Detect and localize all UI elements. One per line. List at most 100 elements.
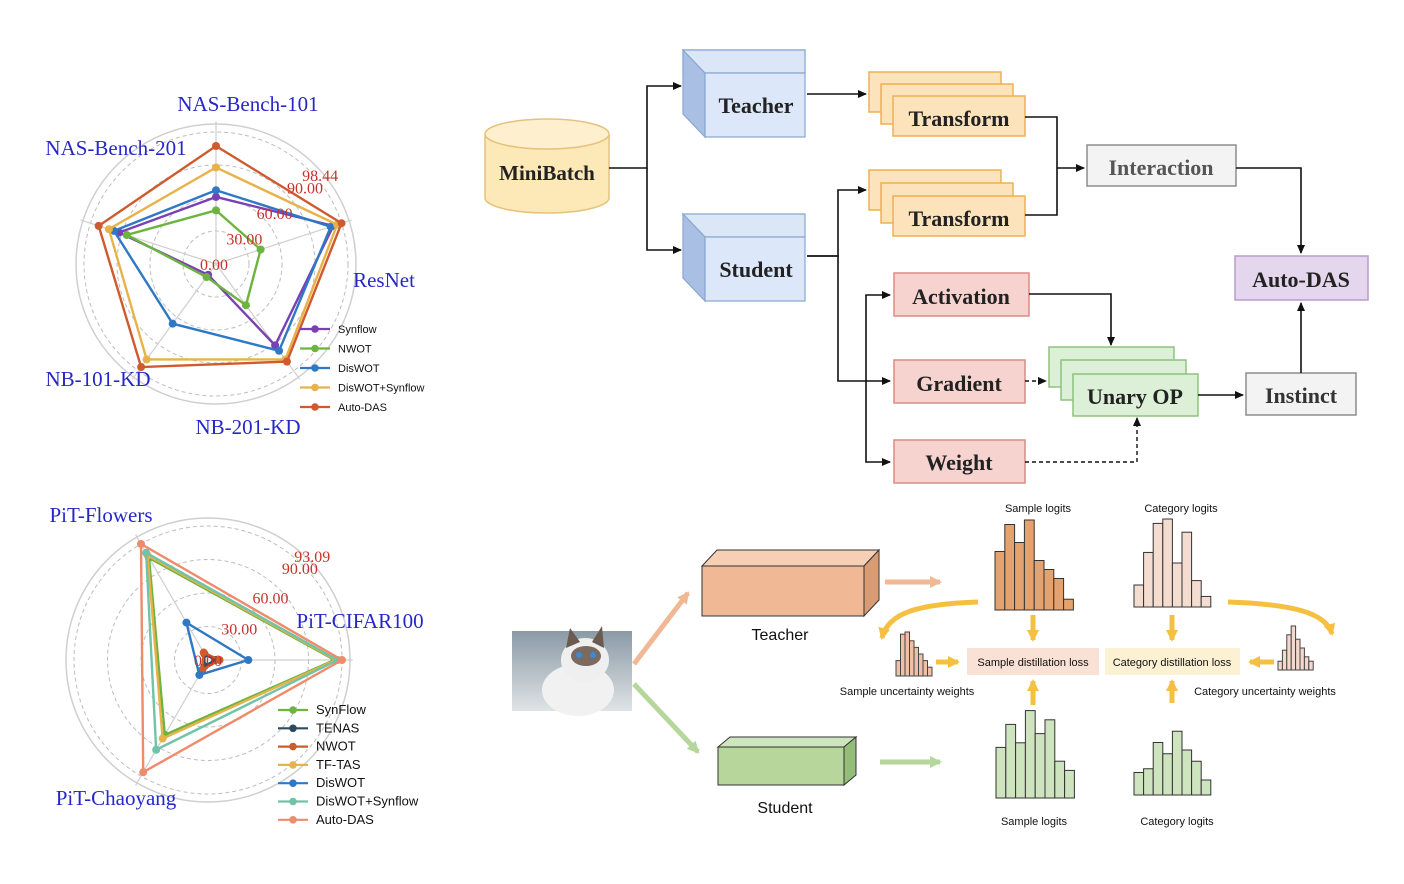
- weight-label: Weight: [925, 450, 993, 475]
- category-logits-teacher-bar-7: [1200, 595, 1212, 608]
- sample-logits-teacher-bar-4: [1033, 560, 1045, 611]
- category-uncertainty-bar-0: [1277, 660, 1283, 671]
- sample-logits-bottom-label: Sample logits: [1001, 816, 1068, 828]
- sample-logits-student-bar-7: [1064, 769, 1075, 799]
- category-uncertainty-bar-7: [1308, 660, 1314, 671]
- category-uncertainty-bar-3: [1290, 625, 1297, 671]
- minibatch-cylinder: MiniBatch: [484, 118, 610, 214]
- axis-label-pit-chaoyang: PiT-Chaoyang: [56, 786, 177, 810]
- axis-label-resnet: ResNet: [353, 268, 415, 292]
- radar-top-grid-ring-3: [83, 131, 349, 397]
- radar-top-point-diswot-3: [168, 319, 177, 328]
- activation-label: Activation: [912, 284, 1010, 309]
- teacher-block-label: Teacher: [752, 627, 810, 644]
- radar-bottom-legend-marker-diswot-synflow: [289, 797, 297, 806]
- cat-photo: [512, 626, 632, 716]
- category-uncertainty-bar-2: [1286, 634, 1292, 671]
- radar-top-point-nwot-2: [241, 301, 250, 310]
- radar-bottom-ring-label-3: 90.00: [282, 561, 318, 578]
- category-loss-label: Category distillation loss: [1113, 657, 1232, 669]
- radar-bottom-point-nwot-0: [215, 656, 224, 664]
- sample-logits-teacher-bar-1: [1004, 524, 1016, 611]
- axis-label-pit-flowers: PiT-Flowers: [49, 503, 152, 527]
- radar-bottom-series-auto-das: [139, 541, 345, 775]
- radar-top-point-auto-das-2: [282, 357, 291, 366]
- radar-bottom-series-nwot: [200, 650, 223, 673]
- sample-logits-teacher-bar-7: [1063, 598, 1074, 611]
- category-logits-teacher-bar-0: [1133, 584, 1145, 608]
- unary-op-label: Unary OP: [1087, 384, 1183, 409]
- radar-top-legend-marker-nwot: [311, 344, 319, 353]
- sample-uncertainty-bar-4: [913, 646, 919, 677]
- radar-top-series-diswot: [112, 188, 333, 353]
- radar-top-point-diswot-synflow-3: [142, 355, 151, 364]
- radar-bottom-legend-label-nwot: NWOT: [316, 739, 356, 754]
- radar-top-point-auto-das-4: [94, 221, 103, 230]
- activation-box: Activation: [893, 272, 1030, 317]
- category-logits-student-bar-3: [1162, 753, 1173, 796]
- axis-label-nb-101-kd: NB-101-KD: [46, 367, 151, 391]
- radar-bottom-legend-marker-tf-tas: [289, 761, 297, 769]
- radar-top-point-auto-das-3: [137, 363, 146, 372]
- sample-logits-teacher-bar-5: [1043, 569, 1055, 611]
- sample-uncertainty-bar-3: [909, 640, 915, 677]
- radar-top-point-diswot-1: [326, 222, 335, 231]
- pipeline-diagram: MiniBatch Teacher Student Transform: [484, 48, 1369, 484]
- gradient-box: Gradient: [893, 359, 1026, 404]
- radar-top-ring-label-3: 90.00: [287, 181, 323, 198]
- sample-logits-student-bar-2: [1015, 742, 1026, 799]
- radar-top-legend-marker-auto-das: [311, 403, 319, 411]
- sample-loss-label: Sample distillation loss: [977, 657, 1089, 669]
- radar-bottom-point-diswot-1: [195, 670, 204, 679]
- radar-top-ring-label-2: 60.00: [257, 206, 293, 223]
- radar-bottom-legend-label-diswot: DisWOT: [316, 775, 365, 790]
- axis-label-nas-bench-101: NAS-Bench-101: [177, 92, 318, 116]
- axis-label-nas-bench-201: NAS-Bench-201: [45, 136, 186, 160]
- category-logits-student-bar-2: [1152, 742, 1164, 796]
- category-logits-student-bar-0: [1133, 772, 1145, 796]
- unary-op-stack: Unary OP: [1048, 346, 1199, 417]
- category-logits-top-label: Category logits: [1144, 503, 1218, 515]
- sample-logits-teacher-bar-3: [1023, 519, 1035, 611]
- radar-bottom-ring-label-0: 0.00: [194, 653, 222, 670]
- instinct-box: Instinct: [1245, 372, 1357, 416]
- radar-top-legend-label-auto-das: Auto-DAS: [338, 402, 387, 414]
- category-logits-teacher-bar-5: [1181, 531, 1193, 608]
- radar-top-ring-label-1: 30.00: [226, 232, 262, 249]
- auto-das-box: Auto-DAS: [1234, 255, 1369, 301]
- category-uncertainty-bar-4: [1295, 638, 1301, 671]
- sample-logits-student-bar-5: [1044, 719, 1056, 799]
- distillation-diagram: Teacher Student Sample logits Category l…: [512, 503, 1336, 828]
- radar-bottom-legend-label-auto-das: Auto-DAS: [316, 812, 374, 827]
- radar-bottom-point-diswot-synflow-1: [152, 745, 161, 754]
- category-logits-teacher-bar-4: [1171, 562, 1183, 608]
- category-uncertainty-bar-1: [1281, 649, 1288, 671]
- sample-logits-teacher-bar-2: [1014, 542, 1025, 611]
- radar-top-series-auto-das: [97, 144, 344, 369]
- radar-top-legend-label-diswot-synflow: DisWOT+Synflow: [338, 383, 425, 395]
- radar-bottom-legend-marker-diswot: [289, 779, 297, 787]
- radar-bottom-series-tenas: [203, 651, 218, 669]
- sample-uncertainty-bar-7: [927, 666, 933, 677]
- student-block-label: Student: [757, 800, 813, 817]
- radar-top-legend-marker-diswot: [311, 364, 319, 372]
- category-uncertainty-bar-6: [1303, 656, 1310, 671]
- radar-bottom-point-diswot-2: [182, 618, 191, 627]
- radar-bottom-legend-marker-synflow: [289, 706, 297, 714]
- sample-logits-student-bar-1: [1005, 723, 1017, 799]
- sample-logits-student-bar-6: [1054, 760, 1066, 799]
- category-logits-teacher-bar-2: [1152, 522, 1164, 608]
- teacher-cube: Teacher: [681, 48, 806, 139]
- category-logits-student-bar-4: [1171, 730, 1183, 796]
- category-logits-teacher-bar-3: [1162, 518, 1173, 608]
- radar-top-series-nwot: [123, 209, 262, 308]
- radar-bottom-point-tf-tas-1: [158, 734, 167, 743]
- axis-label-nb-201-kd: NB-201-KD: [196, 415, 301, 439]
- radar-bottom-legend-label-tenas: TENAS: [316, 720, 360, 735]
- transform-top-label: Transform: [908, 106, 1009, 131]
- legend-bottom: SynFlowTENASNWOTTF-TASDisWOTDisWOT+Synfl…: [278, 702, 419, 827]
- instinct-label: Instinct: [1265, 383, 1338, 408]
- teacher-label: Teacher: [719, 93, 794, 118]
